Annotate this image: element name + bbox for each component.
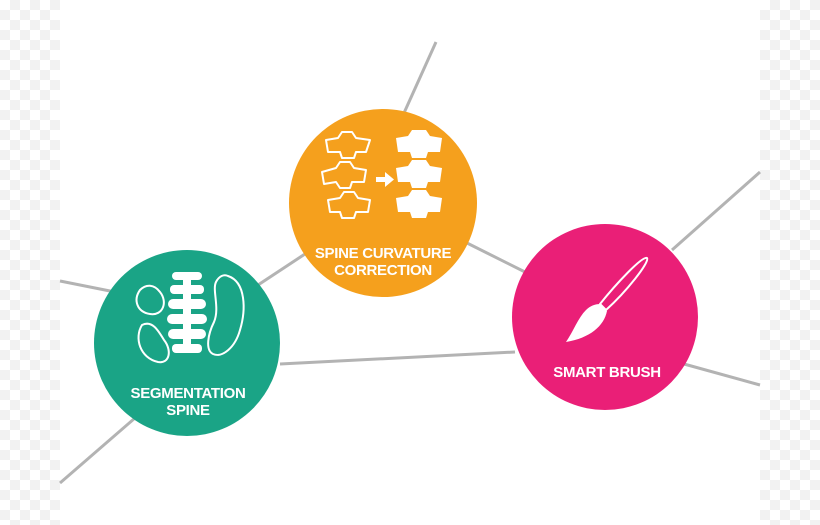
node-curvature-circle [289,109,477,297]
connector-left-edge [59,279,116,294]
connector-curvature-top [402,41,438,114]
segmentation-label-line2: SPINE [166,402,210,419]
segmentation-label-line1: SEGMENTATION [130,385,245,402]
spine-segmentation-icon [135,272,245,364]
vertebrae-correction-icon [321,130,442,219]
connector-segmentation-curvature [257,250,309,287]
curvature-label-line1: SPINE CURVATURE [315,245,452,262]
node-spine-curvature-correction[interactable]: SPINE CURVATURE CORRECTION [289,109,477,297]
connector-brush-top-right [671,170,761,252]
brush-label: SMART BRUSH [553,364,661,381]
node-segmentation-spine[interactable]: SEGMENTATION SPINE [94,250,280,436]
node-smart-brush[interactable]: SMART BRUSH [512,224,698,410]
curvature-label-line2: CORRECTION [334,262,432,279]
connectors [59,41,761,485]
paintbrush-icon [566,257,649,342]
connector-curvature-brush [464,240,526,274]
connector-brush-bottom-right [683,362,761,387]
connector-bottom-left [59,416,136,485]
connector-segmentation-brush [279,350,516,366]
